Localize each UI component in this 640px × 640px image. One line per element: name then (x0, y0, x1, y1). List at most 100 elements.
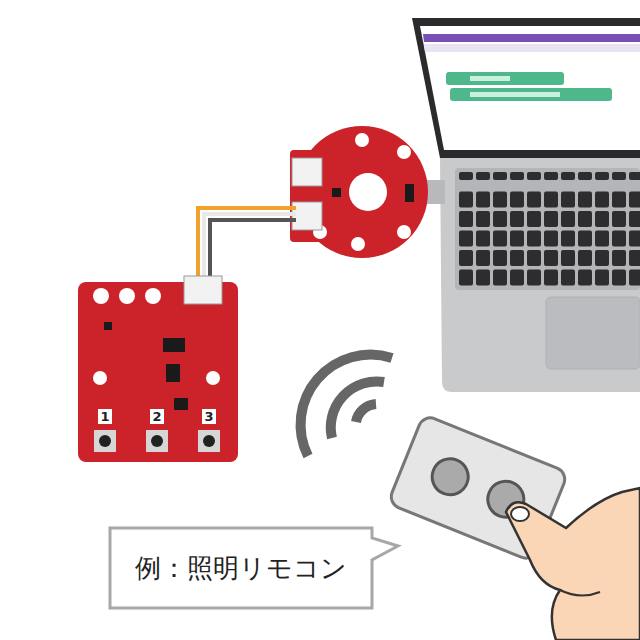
key (612, 192, 626, 208)
key (612, 172, 626, 180)
key (510, 250, 524, 266)
controller-board (290, 150, 330, 242)
wire (210, 220, 296, 282)
key (595, 172, 609, 180)
fingernail (511, 507, 529, 521)
key (595, 270, 609, 286)
pad (397, 225, 411, 239)
key (578, 250, 592, 266)
key (527, 270, 541, 286)
button-number: 1 (98, 409, 112, 424)
key (527, 250, 541, 266)
key (493, 192, 507, 208)
laptop-base (440, 158, 640, 392)
key (476, 250, 490, 266)
key (612, 250, 626, 266)
key (561, 172, 575, 180)
hand-crease (560, 590, 600, 596)
editor-tabs (424, 44, 640, 52)
wire (204, 214, 296, 282)
pad (206, 371, 220, 385)
key (544, 231, 558, 247)
hand (506, 488, 640, 640)
chip (163, 338, 185, 352)
key (459, 250, 473, 266)
key (459, 270, 473, 286)
key (561, 192, 575, 208)
key (595, 250, 609, 266)
laptop-bezel (412, 18, 640, 158)
key (561, 231, 575, 247)
key (459, 192, 473, 208)
pad (93, 371, 107, 385)
key (544, 172, 558, 180)
key (459, 231, 473, 247)
board-hole (349, 173, 387, 211)
key (476, 192, 490, 208)
key (493, 172, 507, 180)
key (493, 250, 507, 266)
key (527, 231, 541, 247)
button-number: 2 (150, 409, 164, 424)
key (595, 231, 609, 247)
chip (166, 364, 180, 382)
key (578, 231, 592, 247)
pad (93, 288, 109, 304)
trackpad (546, 297, 640, 369)
key (629, 172, 640, 180)
key (544, 250, 558, 266)
chip (174, 398, 188, 410)
code-block (450, 88, 612, 101)
key (493, 231, 507, 247)
key (561, 250, 575, 266)
chip (332, 188, 341, 197)
key (544, 192, 558, 208)
key (544, 211, 558, 227)
keyboard (455, 168, 640, 290)
key (629, 250, 640, 266)
connector (292, 158, 322, 186)
key (629, 211, 640, 227)
pad (397, 145, 411, 159)
callout-box: 例：照明リモコン (112, 530, 370, 606)
key (510, 211, 524, 227)
chip (405, 184, 414, 202)
connector (184, 276, 222, 304)
pad (119, 288, 135, 304)
laptop-screen (420, 26, 640, 150)
key (561, 270, 575, 286)
key (493, 211, 507, 227)
key (578, 270, 592, 286)
key (629, 231, 640, 247)
key (510, 270, 524, 286)
callout-text: 例：照明リモコン (135, 551, 347, 586)
pad (355, 133, 369, 147)
key (527, 192, 541, 208)
connector (292, 202, 322, 230)
key (459, 211, 473, 227)
pad (145, 288, 161, 304)
key (578, 192, 592, 208)
key (578, 172, 592, 180)
key (476, 270, 490, 286)
key (476, 211, 490, 227)
key (612, 270, 626, 286)
key (629, 270, 640, 286)
key (612, 231, 626, 247)
key (459, 172, 473, 180)
key (595, 211, 609, 227)
key (527, 172, 541, 180)
key (510, 172, 524, 180)
editor-bar (423, 34, 640, 42)
key (510, 192, 524, 208)
code-block (446, 72, 564, 85)
pad (351, 237, 365, 251)
key (561, 211, 575, 227)
key (510, 231, 524, 247)
push-buttons (94, 430, 220, 452)
chip (104, 322, 112, 330)
key (476, 172, 490, 180)
key (476, 231, 490, 247)
key (527, 211, 541, 227)
